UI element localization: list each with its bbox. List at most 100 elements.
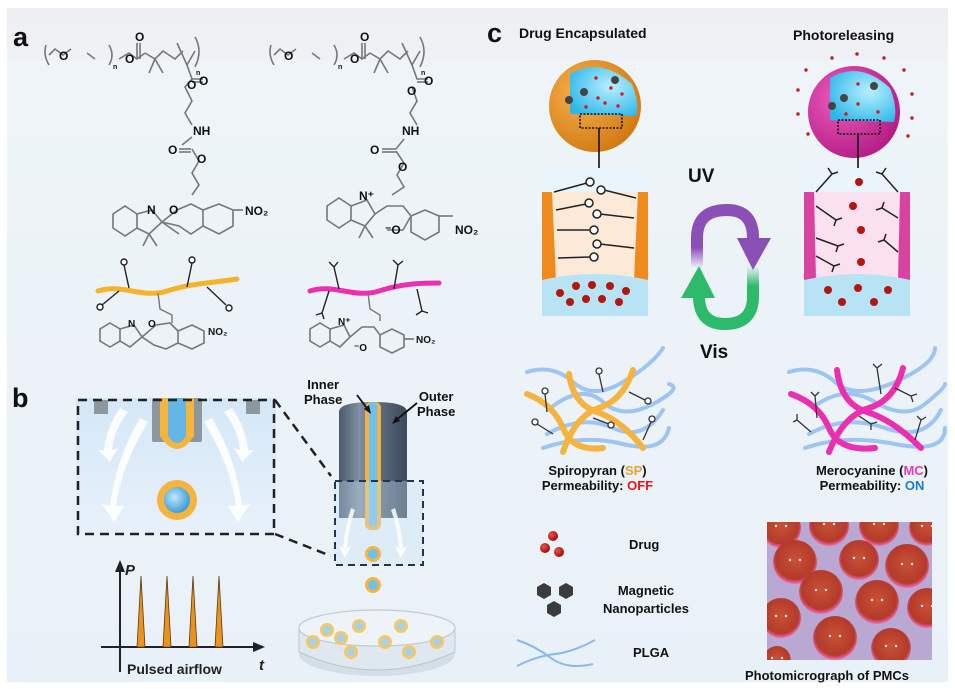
drug-icon xyxy=(540,531,564,557)
microcapsule-bead xyxy=(859,522,899,546)
mc-capsule-sphere xyxy=(796,52,914,178)
sp-side-groups xyxy=(531,367,656,441)
bead-highlight xyxy=(920,524,924,528)
atom-n-plus: N⁺ xyxy=(338,317,351,328)
panel-c-letter: c xyxy=(487,18,503,48)
microcapsule-bead xyxy=(799,570,843,614)
outer-phase-label: Outer Phase xyxy=(417,389,456,420)
mc-membrane-open xyxy=(804,167,910,316)
nozzle-zoom-inset xyxy=(76,398,276,536)
magnified-region-box xyxy=(579,113,623,129)
atom-o-minus: ⁻O xyxy=(354,343,367,354)
atom-o: O xyxy=(168,143,177,157)
airflow-pulse xyxy=(136,575,146,648)
sp-capsule-sphere xyxy=(549,60,641,178)
uv-label: UV xyxy=(688,166,715,187)
atom-o: O xyxy=(197,152,206,166)
mc-side-groups xyxy=(792,363,927,441)
outer-phase-label-line1: Outer xyxy=(418,389,454,404)
atom-o: O xyxy=(148,319,156,330)
sp-polymer-chains xyxy=(524,367,646,455)
bead-highlight xyxy=(852,556,856,560)
atom-n-plus: N⁺ xyxy=(359,189,374,203)
inner-phase-label: Inner Phase xyxy=(304,377,342,408)
drug-particles xyxy=(556,281,630,306)
inset-dashed-frame xyxy=(76,398,276,536)
capsule-core-cutaway xyxy=(830,70,896,122)
bead-highlight xyxy=(910,562,914,566)
bead-highlight xyxy=(884,644,888,648)
mc-polymer-backbone xyxy=(307,280,442,296)
mc-polymer-chains xyxy=(788,365,924,455)
mc-permeability-line: Permeability: ON xyxy=(792,478,952,494)
atom-o: O xyxy=(284,49,293,63)
magnetic-nanoparticles-icon xyxy=(537,583,573,617)
bead-highlight xyxy=(920,604,924,608)
plga-icon xyxy=(516,639,596,667)
bead-highlight xyxy=(870,598,874,602)
inner-aqueous-phase xyxy=(804,274,910,316)
dish-droplets xyxy=(306,619,444,659)
bead-highlight xyxy=(872,522,876,526)
inner-phase-label-line1: Inner xyxy=(307,377,340,392)
paren-open: ( xyxy=(616,463,625,478)
atom-o: O xyxy=(407,84,416,98)
mc-state-label: Merocyanine (MC) Permeability: ON xyxy=(792,463,952,494)
panel-b-letter: b xyxy=(12,383,29,413)
mc-name-line: Merocyanine (MC) xyxy=(792,463,952,479)
bead-highlight xyxy=(788,558,792,562)
membrane-wall-right xyxy=(634,192,648,280)
microcapsule-bead xyxy=(813,616,857,660)
uv-vis-cycle xyxy=(681,203,771,331)
bead-highlight xyxy=(882,522,886,526)
drug-encapsulated-title: Drug Encapsulated xyxy=(519,25,647,41)
atom-o: O xyxy=(370,143,379,157)
plga-chains xyxy=(525,346,676,450)
airflow-arrow xyxy=(224,408,254,462)
membrane-wall-left xyxy=(542,192,556,280)
photoreleasing-title: Photoreleasing xyxy=(793,27,895,43)
nitro-group: NO₂ xyxy=(455,223,478,237)
atom-o: O xyxy=(398,160,407,174)
bead-highlight xyxy=(930,604,932,608)
bead-highlight xyxy=(828,634,832,638)
microcapsule-bead xyxy=(871,628,911,660)
bead-highlight xyxy=(838,634,842,638)
outer-phase-label-line2: Phase xyxy=(417,403,456,419)
sp-polymer-backbone xyxy=(95,276,240,296)
airflow-pulse xyxy=(214,575,224,648)
mc-abbr: MC xyxy=(903,463,924,478)
membrane-wall-left xyxy=(804,192,816,280)
bead-highlight xyxy=(880,598,884,602)
nitro-group: NO₂ xyxy=(245,204,268,218)
sp-closed-gates xyxy=(553,177,637,262)
vis-arrow-shaft xyxy=(693,266,759,331)
paren-close: ) xyxy=(642,463,647,478)
microcapsule-bead xyxy=(767,598,801,638)
legend-drug-label: Drug xyxy=(629,537,660,552)
subscript-n: n xyxy=(421,70,425,77)
microcapsule-bead xyxy=(909,522,932,546)
airflow-pulse xyxy=(162,575,172,648)
photomicrograph-of-pmcs xyxy=(767,522,932,660)
bead-highlight xyxy=(894,644,898,648)
bead-highlight xyxy=(798,558,802,562)
bead-highlight xyxy=(780,656,784,660)
x-axis-arrowhead xyxy=(253,642,265,652)
sp-name: Spiropyran xyxy=(548,463,617,478)
atom-nh: NH xyxy=(193,124,210,138)
coaxial-nozzle-device xyxy=(334,402,424,593)
subscript-n: n xyxy=(113,64,117,71)
phase-pointer-arrows xyxy=(356,394,418,424)
permeability-label: Permeability: xyxy=(541,477,628,493)
atom-o: O xyxy=(135,30,144,44)
bead-highlight xyxy=(770,656,774,660)
zoom-connector-lines xyxy=(273,399,333,558)
bead-highlight xyxy=(784,524,788,528)
microcapsule-bead xyxy=(885,544,929,588)
bead-highlight xyxy=(814,588,818,592)
graph-caption: Pulsed airflow xyxy=(127,661,222,677)
bead-highlight xyxy=(822,522,826,526)
mc-polymer-network xyxy=(787,346,947,455)
magnified-region-box xyxy=(837,119,881,135)
